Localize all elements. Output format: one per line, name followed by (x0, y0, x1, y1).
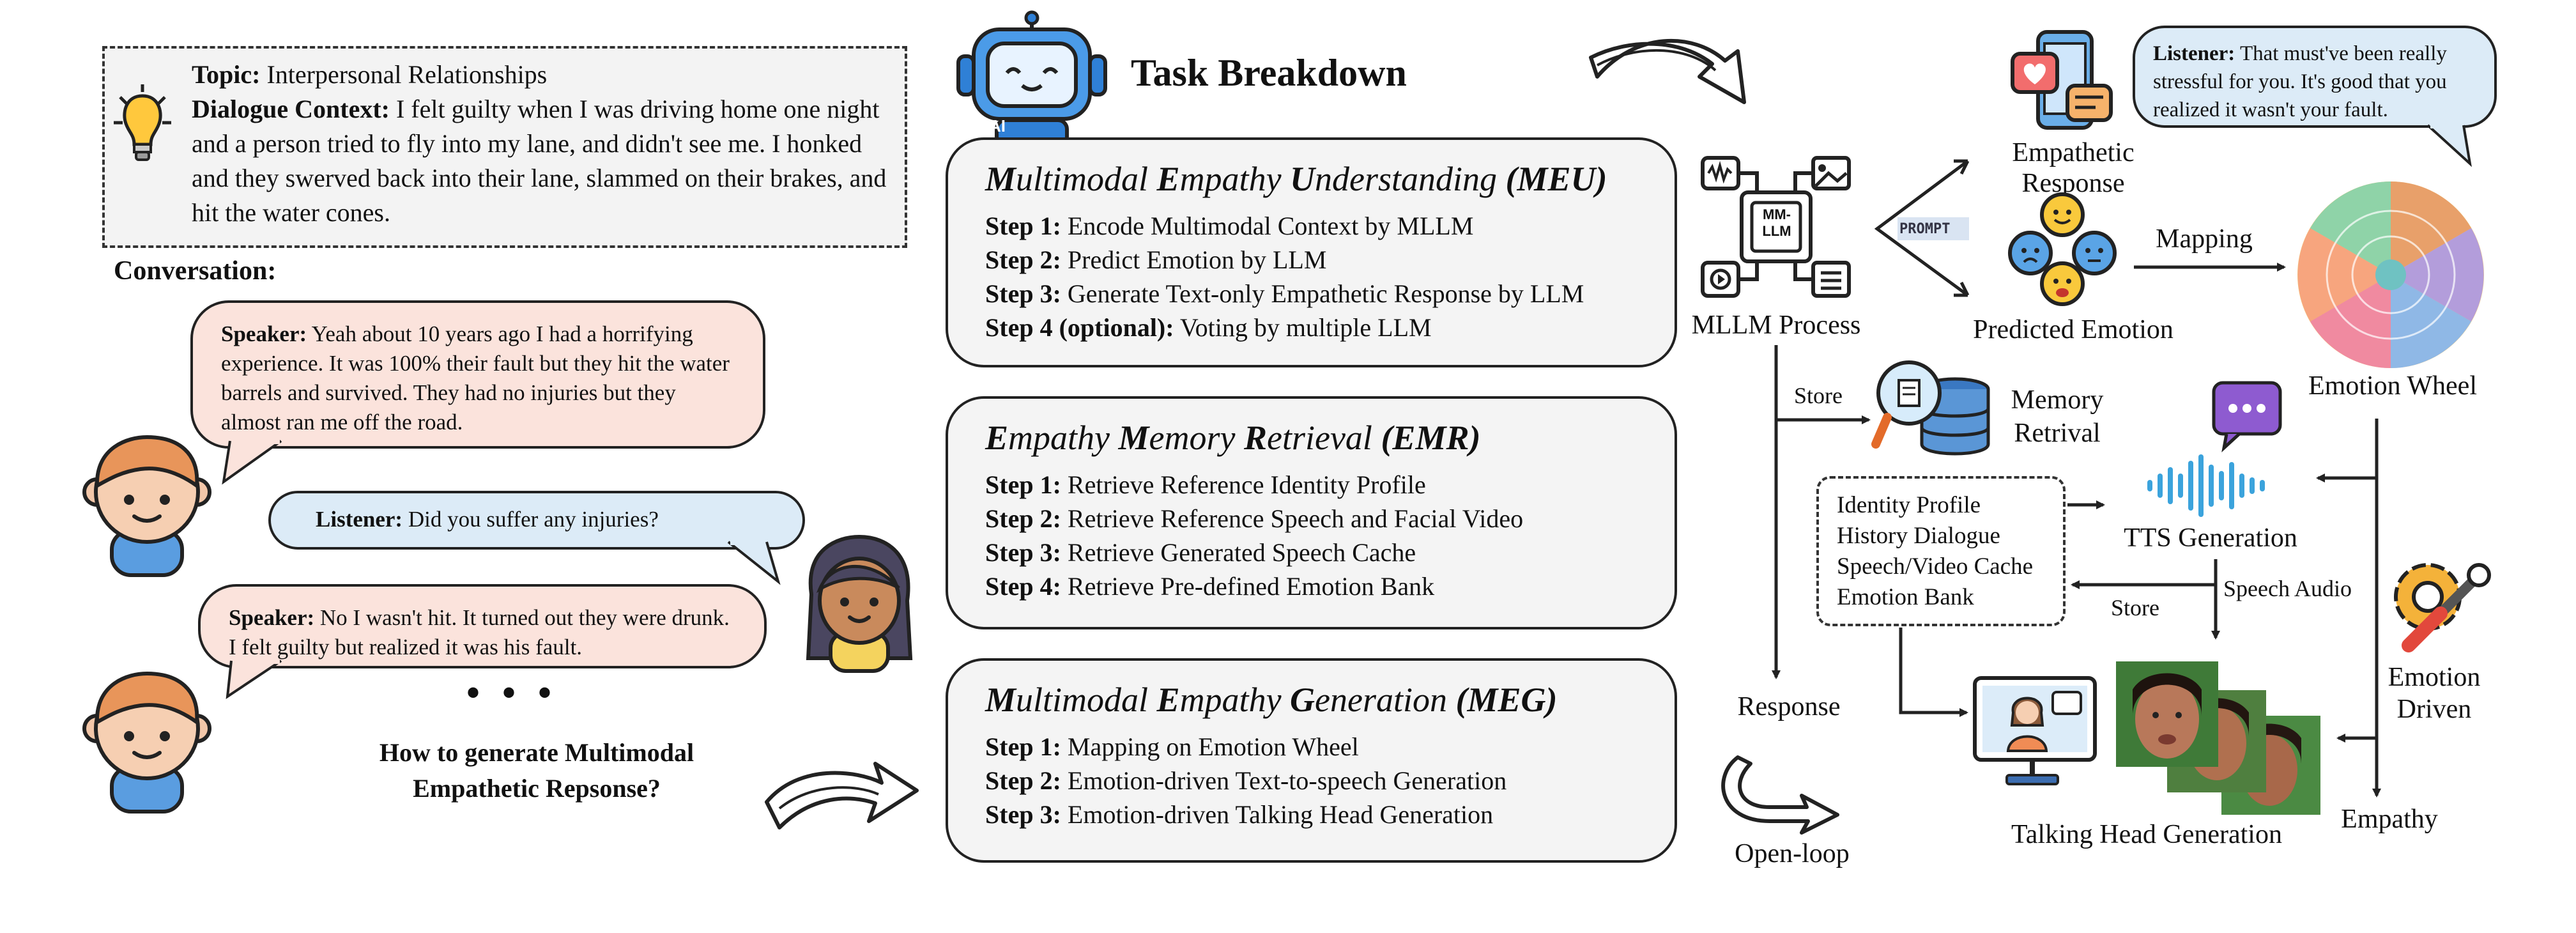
panel-meu: Multimodal Empathy Understanding (MEU) S… (946, 137, 1677, 367)
predicted-emotion-label: Predicted Emotion (1973, 315, 2174, 344)
open-loop-label: Open-loop (1735, 839, 1850, 868)
emotion-wheel-icon (2297, 181, 2484, 368)
step-item: Step 2: Predict Emotion by LLM (985, 245, 1327, 274)
panel-meg: Multimodal Empathy Generation (MEG) Step… (946, 658, 1677, 863)
listener-reply-text: That must've been really stressful for y… (2153, 42, 2447, 121)
step-item: Step 2: Emotion-driven Text-to-speech Ge… (985, 766, 1507, 795)
prompt-tag: PROMPT (1899, 221, 1951, 237)
speaker-avatar (82, 435, 211, 577)
topic-value: Interpersonal Relationships (266, 60, 548, 89)
mllm-chip-icon (1701, 156, 1851, 298)
phone-chat-icon (2011, 30, 2113, 130)
robot-badge: AI (989, 116, 1006, 135)
talking-head-frames (2116, 661, 2320, 815)
curved-arrow-icon (765, 762, 919, 829)
step-item: Step 3: Generate Text-only Empathetic Re… (985, 279, 1584, 308)
listener-reply-bubble: Listener: That must've been really stres… (2133, 26, 2497, 128)
curved-arrow-icon (1721, 755, 1839, 835)
curved-arrow-icon (1589, 38, 1746, 104)
step-item: Step 1: Mapping on Emotion Wheel (985, 732, 1359, 761)
memory-store-item: History Dialogue (1837, 523, 2000, 549)
speaker-text: Yeah about 10 years ago I had a horrifyi… (221, 321, 730, 435)
speaker-bubble-2: Speaker: No I wasn't hit. It turned out … (198, 584, 767, 668)
store-label: Store (2111, 595, 2159, 621)
step-item: Step 4 (optional): Voting by multiple LL… (985, 313, 1432, 342)
speaker-label: Speaker: (221, 321, 307, 346)
step-item: Step 3: Emotion-driven Talking Head Gene… (985, 800, 1494, 829)
panel-title: Empathy Memory Retrieval (EMR) (985, 419, 1481, 457)
talking-head-label: Talking Head Generation (2011, 820, 2282, 849)
memory-store-box: Identity Profile History Dialogue Speech… (1816, 476, 2066, 626)
mapping-label: Mapping (2156, 224, 2253, 254)
memory-store-item: Identity Profile (1837, 492, 1981, 518)
listener-text: Did you suffer any injuries? (408, 507, 659, 532)
topic-label: Topic: (192, 60, 261, 89)
emotion-faces-icon (2008, 192, 2117, 306)
dialogue-context-value: I felt guilty when I was driving home on… (192, 95, 887, 227)
conversation-ellipsis: • • • (466, 672, 558, 714)
speech-audio-label: Speech Audio (2223, 576, 2352, 601)
speaker-text: No I wasn't hit. It turned out they were… (229, 605, 730, 659)
task-breakdown-title: Task Breakdown (1131, 52, 1407, 94)
question-text: How to generate Multimodal Empathetic Re… (379, 738, 694, 803)
step-item: Step 3: Retrieve Generated Speech Cache (985, 538, 1416, 567)
panel-emr: Empathy Memory Retrieval (EMR) Step 1: R… (946, 396, 1677, 629)
conversation-title: Conversation: (114, 256, 277, 286)
emotion-driven-label: Emotion Driven (2388, 663, 2481, 724)
bubble-tail (727, 541, 781, 585)
monitor-avatar-icon (1973, 676, 2097, 785)
memory-retrival-label: Memory Retrival (2011, 385, 2104, 448)
speaker-label: Speaker: (229, 605, 315, 630)
listener-reply-label: Listener: (2153, 42, 2235, 65)
tts-generation-label: TTS Generation (2124, 523, 2297, 553)
database-search-icon (1871, 360, 1990, 456)
memory-store-item: Emotion Bank (1837, 584, 1974, 610)
empathetic-response-label: Empathetic Response (2012, 138, 2135, 198)
dialogue-context-box (102, 46, 907, 248)
bubble-tail (2426, 124, 2472, 167)
store-label: Store (1794, 383, 1843, 408)
lightbulb-icon (114, 84, 171, 161)
listener-label: Listener: (316, 507, 403, 532)
step-item: Step 1: Retrieve Reference Identity Prof… (985, 470, 1426, 499)
emotion-wheel-label: Emotion Wheel (2308, 371, 2477, 401)
step-item: Step 2: Retrieve Reference Speech and Fa… (985, 504, 1524, 533)
memory-store-item: Speech/Video Cache (1837, 553, 2034, 580)
topic-text: Topic: Interpersonal Relationships Dialo… (192, 58, 901, 230)
listener-bubble-1: Listener: Did you suffer any injuries? (268, 491, 805, 550)
mllm-process-label: MLLM Process (1691, 311, 1861, 340)
panel-title: Multimodal Empathy Understanding (MEU) (985, 160, 1607, 198)
listener-avatar (806, 534, 913, 673)
step-item: Step 4: Retrieve Pre-defined Emotion Ban… (985, 572, 1435, 601)
response-label: Response (1737, 692, 1841, 721)
settings-tools-icon (2394, 563, 2491, 652)
speaker-bubble-1: Speaker: Yeah about 10 years ago I had a… (190, 300, 765, 449)
speaker-avatar (82, 671, 211, 813)
bubble-tail (226, 659, 282, 700)
panel-title: Multimodal Empathy Generation (MEG) (985, 681, 1558, 719)
bubble-tail (222, 440, 282, 485)
dialogue-context-label: Dialogue Context: (192, 95, 390, 123)
step-item: Step 1: Encode Multimodal Context by MLL… (985, 212, 1474, 240)
mllm-chip-label: MM- LLM (1762, 206, 1791, 239)
empathy-label: Empathy (2341, 805, 2438, 834)
tts-wave-icon (2147, 381, 2282, 517)
prompt-arrows (1874, 159, 1970, 297)
